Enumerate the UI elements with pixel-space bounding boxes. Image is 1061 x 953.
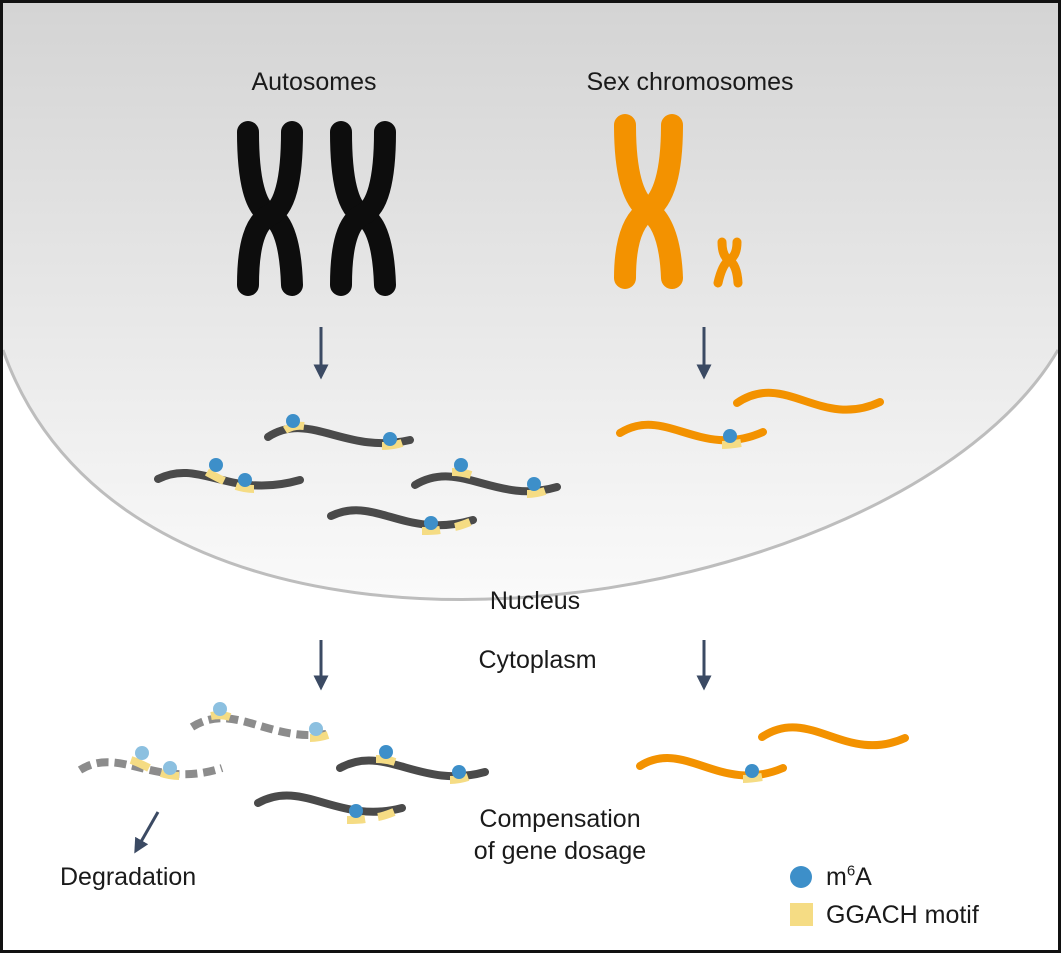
x-chromosome	[614, 114, 683, 289]
cytoplasm-mrna-sex-1	[636, 754, 787, 783]
legend-m6a-dot	[790, 866, 812, 888]
y-chromosome	[713, 237, 743, 288]
m6a-mark-faded	[309, 722, 323, 736]
sex-chromosomes-label: Sex chromosomes	[586, 68, 794, 96]
autosome-chromosome-1	[237, 121, 303, 296]
nucleus-region	[3, 3, 1058, 600]
autosome-chromosome-2	[330, 121, 396, 296]
legend-m6a-sup: 6	[846, 862, 856, 880]
legend-m6a-tail: A	[855, 863, 872, 891]
m6a-mark	[527, 477, 541, 491]
nucleus-label: Nucleus	[489, 587, 581, 615]
m6a-mark	[209, 458, 223, 472]
nuclear-mrna-autosome-1	[264, 414, 414, 450]
nuclear-mrna-autosome-2	[154, 458, 304, 493]
nuclear-mrna-autosome-3	[411, 458, 561, 498]
cytoplasm-mrna-sex-2	[758, 723, 909, 750]
arrow-degradation	[134, 811, 160, 854]
m6a-mark	[286, 414, 300, 428]
m6a-mark	[454, 458, 468, 472]
nuclear-mrna-sex-1	[616, 420, 767, 449]
degraded-mrna-2	[77, 746, 224, 780]
m6a-mark	[238, 473, 252, 487]
legend-m6a-label: m6A	[826, 862, 872, 892]
cytoplasm-mrna-autosome-2	[254, 791, 406, 824]
m6a-mark	[379, 745, 393, 759]
nuclear-mrna-autosome-4	[327, 506, 477, 535]
m6a-mark-faded	[163, 761, 177, 775]
m6a-mark	[452, 765, 466, 779]
cytoplasm-label: Cytoplasm	[478, 646, 597, 674]
degraded-mrna-1	[189, 702, 333, 742]
nuclear-mrna-sex-2	[733, 388, 884, 414]
m6a-mark-faded	[135, 746, 149, 760]
m6a-mark	[745, 764, 759, 778]
compensation-label-line1: Compensation	[479, 805, 641, 833]
legend-ggach-swatch	[790, 903, 813, 926]
legend-m6a-base: m	[826, 863, 847, 891]
m6a-mark-faded	[213, 702, 227, 716]
compensation-label-line2: of gene dosage	[473, 837, 647, 865]
cytoplasm-mrna-autosome-1	[336, 745, 489, 784]
legend-ggach-label: GGACH motif	[826, 901, 979, 929]
m6a-mark	[383, 432, 397, 446]
m6a-mark	[723, 429, 737, 443]
degradation-label: Degradation	[60, 863, 197, 891]
m6a-mark	[424, 516, 438, 530]
autosomes-label: Autosomes	[251, 68, 377, 96]
m6a-mark	[349, 804, 363, 818]
nuclear-envelope	[1, 349, 1060, 601]
